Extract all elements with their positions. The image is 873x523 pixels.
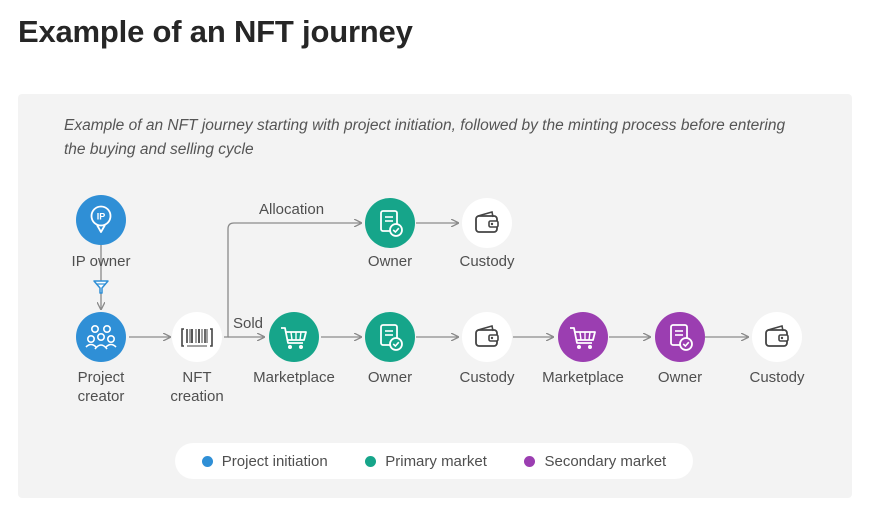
edge-allocation (224, 223, 361, 338)
primary-marketplace-label: Marketplace (253, 369, 335, 386)
legend-item-project-initiation: Project initiation (201, 452, 328, 470)
secondary-marketplace-node (558, 312, 608, 362)
secondary-owner-node (655, 312, 705, 362)
page-title: Example of an NFT journey (18, 14, 413, 49)
primary-owner-label: Owner (367, 369, 413, 386)
legend-label: Primary market (385, 452, 487, 470)
ip-owner-node: IP (76, 195, 126, 245)
alloc-custody-node (462, 198, 512, 248)
project-creator-node (76, 312, 126, 362)
nft-creation-label: NFT creation (170, 369, 224, 405)
legend-dot (524, 455, 536, 467)
diagram-panel (18, 94, 852, 498)
secondary-custody-node (752, 312, 802, 362)
team-icon (85, 325, 117, 350)
ip-owner-label: IP owner (71, 253, 131, 270)
secondary-owner-label: Owner (657, 369, 703, 386)
svg-text:IP: IP (97, 212, 106, 222)
legend-label: Project initiation (221, 452, 328, 470)
secondary-marketplace-label: Marketplace (542, 369, 624, 386)
allocation-edge-label: Allocation (259, 201, 325, 218)
primary-custody-node (462, 312, 512, 362)
legend: Project initiation Primary market Second… (175, 443, 693, 479)
alloc-owner-label: Owner (367, 253, 413, 270)
primary-marketplace-node (269, 312, 319, 362)
legend-dot (201, 455, 213, 467)
legend-dot (365, 455, 377, 467)
legend-label: Secondary market (544, 452, 667, 470)
primary-custody-label: Custody (459, 369, 515, 386)
legend-item-primary-market: Primary market (365, 453, 487, 470)
alloc-custody-label: Custody (459, 253, 515, 270)
nft-creation-node (172, 312, 222, 362)
funnel-icon (93, 280, 109, 294)
barcode-icon (181, 328, 213, 347)
sold-edge-label: Sold (233, 315, 264, 332)
diagram-subtitle: Example of an NFT journey starting with … (64, 117, 786, 158)
secondary-custody-label: Custody (749, 369, 805, 386)
ip-icon: IP (90, 205, 112, 233)
edges (101, 223, 748, 337)
primary-owner-node (365, 312, 415, 362)
project-creator-label: Project creator (77, 369, 125, 405)
alloc-owner-node (365, 198, 415, 248)
legend-item-secondary-market: Secondary market (524, 453, 666, 470)
